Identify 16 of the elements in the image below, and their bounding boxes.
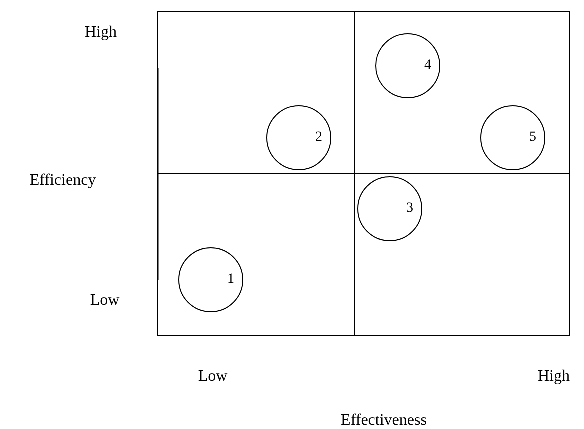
circle-number: 1 <box>228 272 234 288</box>
axis-title: Efficiency <box>30 172 96 190</box>
numbered-circle <box>480 105 546 171</box>
numbered-circle <box>375 33 441 99</box>
axis-label: High <box>538 368 570 386</box>
axis-title: Effectiveness <box>341 412 427 429</box>
circle-number: 2 <box>316 130 322 146</box>
circle-number: 5 <box>530 130 536 146</box>
numbered-circle <box>266 105 332 171</box>
numbered-circle <box>357 176 423 242</box>
axis-label: Low <box>90 292 120 310</box>
axis-label: High <box>85 24 117 42</box>
circle-number: 4 <box>424 58 432 74</box>
circle-number: 3 <box>406 201 414 217</box>
axis-label: Low <box>198 368 228 386</box>
numbered-circle <box>178 247 244 313</box>
